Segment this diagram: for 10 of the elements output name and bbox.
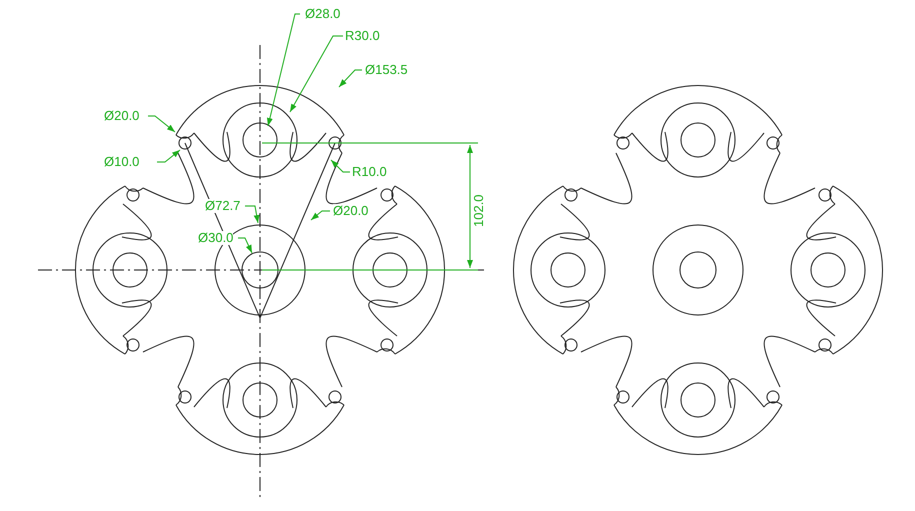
dimension-text: Ø20.0 — [333, 204, 368, 218]
dimension-text: R10.0 — [352, 165, 387, 179]
dimension-text: Ø72.7 — [205, 199, 240, 213]
dimension-text: Ø20.0 — [104, 109, 140, 123]
dimension-text: Ø28.0 — [305, 7, 340, 21]
dimension-text: 102.0 — [472, 194, 486, 227]
dimension-text: Ø30.0 — [198, 231, 234, 245]
dimension-text: Ø153.5 — [365, 63, 408, 77]
dimension-text: R30.0 — [345, 29, 380, 43]
dimension-text: Ø10.0 — [104, 155, 140, 169]
